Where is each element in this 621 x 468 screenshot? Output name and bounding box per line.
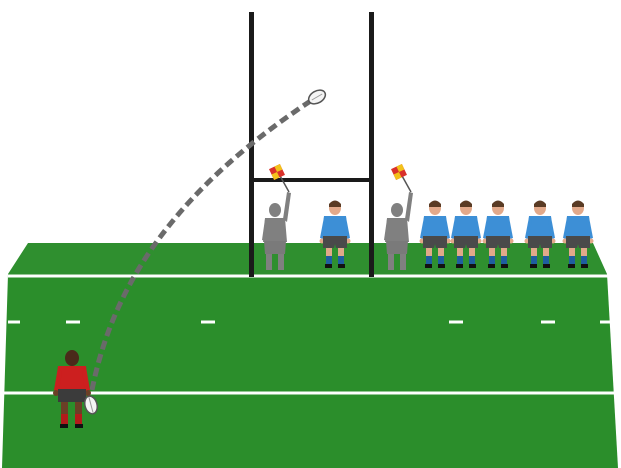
far-grass xyxy=(8,243,607,274)
